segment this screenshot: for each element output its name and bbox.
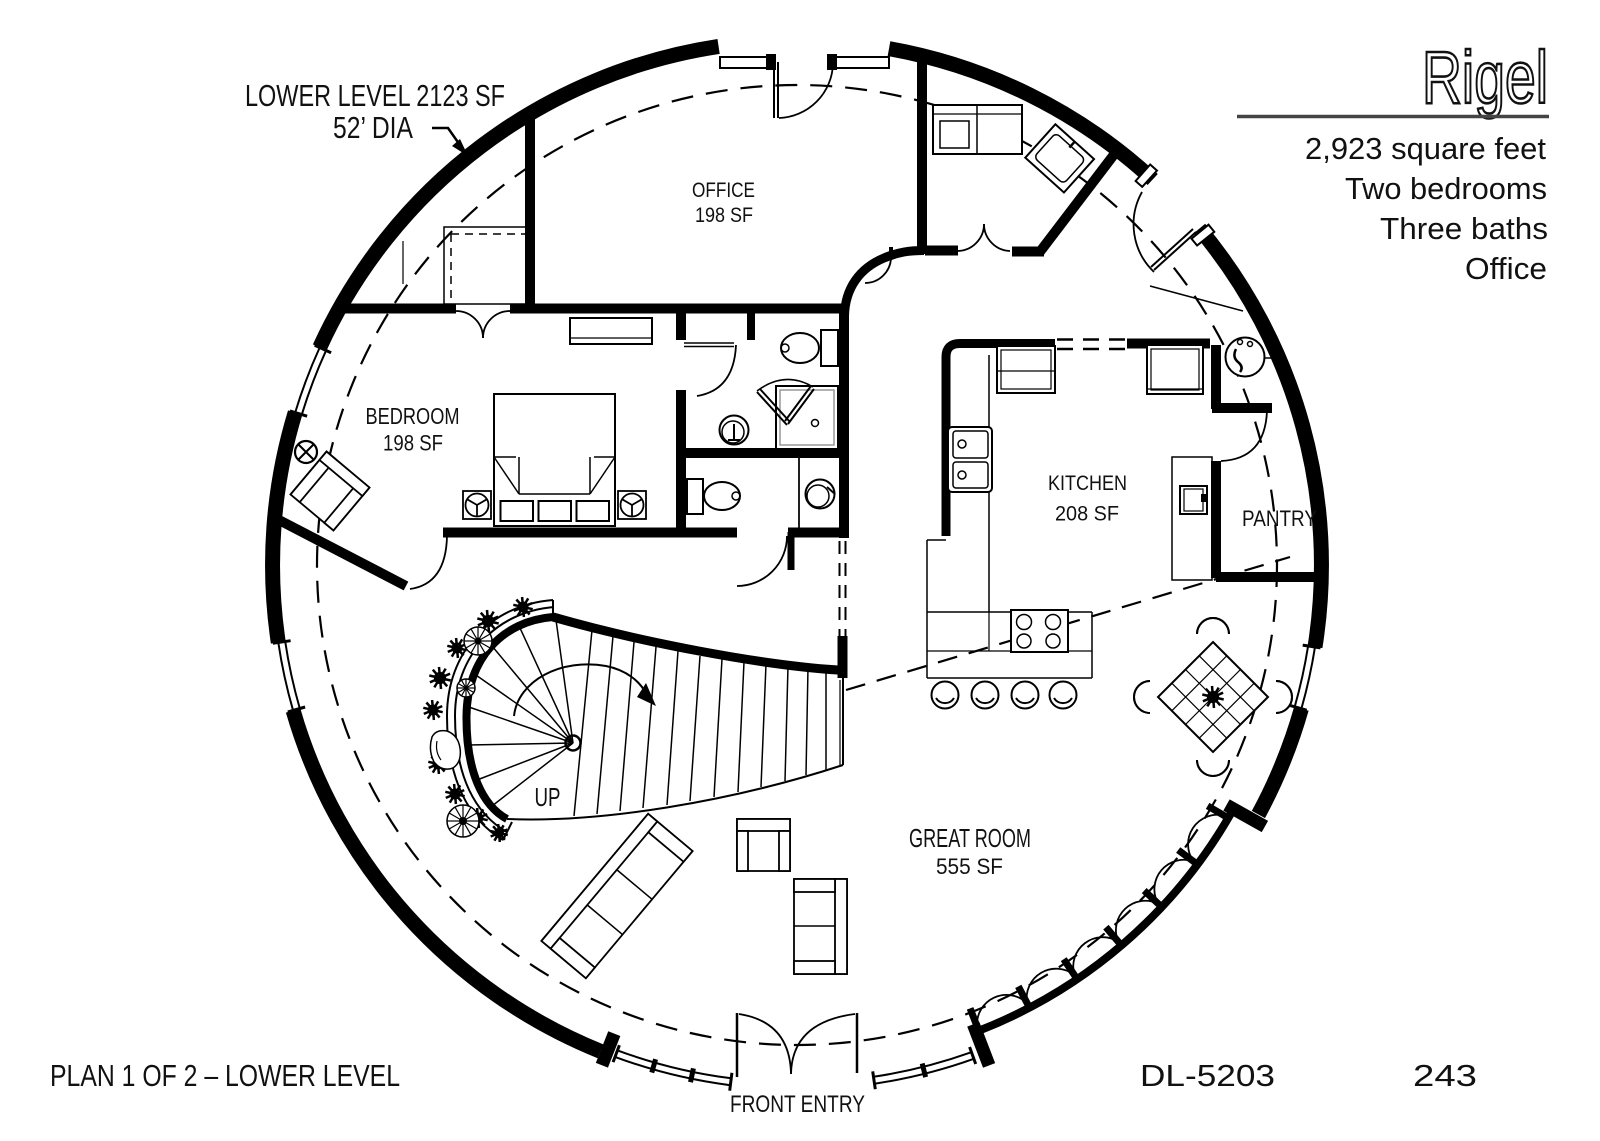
svg-text:243: 243 — [1413, 1058, 1477, 1093]
svg-text:Three baths: Three baths — [1380, 211, 1548, 246]
svg-text:198 SF: 198 SF — [695, 204, 753, 227]
svg-text:LOWER LEVEL 2123 SF: LOWER LEVEL 2123 SF — [245, 78, 505, 113]
svg-text:198 SF: 198 SF — [383, 431, 443, 456]
svg-text:PANTRY: PANTRY — [1242, 506, 1317, 531]
svg-text:GREAT ROOM: GREAT ROOM — [909, 823, 1031, 853]
svg-text:OFFICE: OFFICE — [692, 179, 755, 202]
svg-text:555 SF: 555 SF — [936, 854, 1003, 879]
svg-text:BEDROOM: BEDROOM — [366, 403, 460, 429]
svg-text:52’ DIA: 52’ DIA — [333, 110, 413, 145]
svg-text:UP: UP — [535, 782, 561, 812]
svg-text:DL-5203: DL-5203 — [1140, 1058, 1275, 1093]
svg-text:Office: Office — [1465, 251, 1547, 286]
svg-text:KITCHEN: KITCHEN — [1048, 472, 1127, 495]
svg-text:Rigel: Rigel — [1422, 36, 1548, 119]
svg-text:FRONT ENTRY: FRONT ENTRY — [730, 1091, 865, 1118]
svg-text:2,923 square feet: 2,923 square feet — [1305, 131, 1546, 166]
svg-text:208 SF: 208 SF — [1055, 502, 1119, 526]
svg-text:PLAN 1 OF 2 – LOWER LEVEL: PLAN 1 OF 2 – LOWER LEVEL — [50, 1058, 400, 1093]
svg-text:Two bedrooms: Two bedrooms — [1345, 171, 1547, 206]
